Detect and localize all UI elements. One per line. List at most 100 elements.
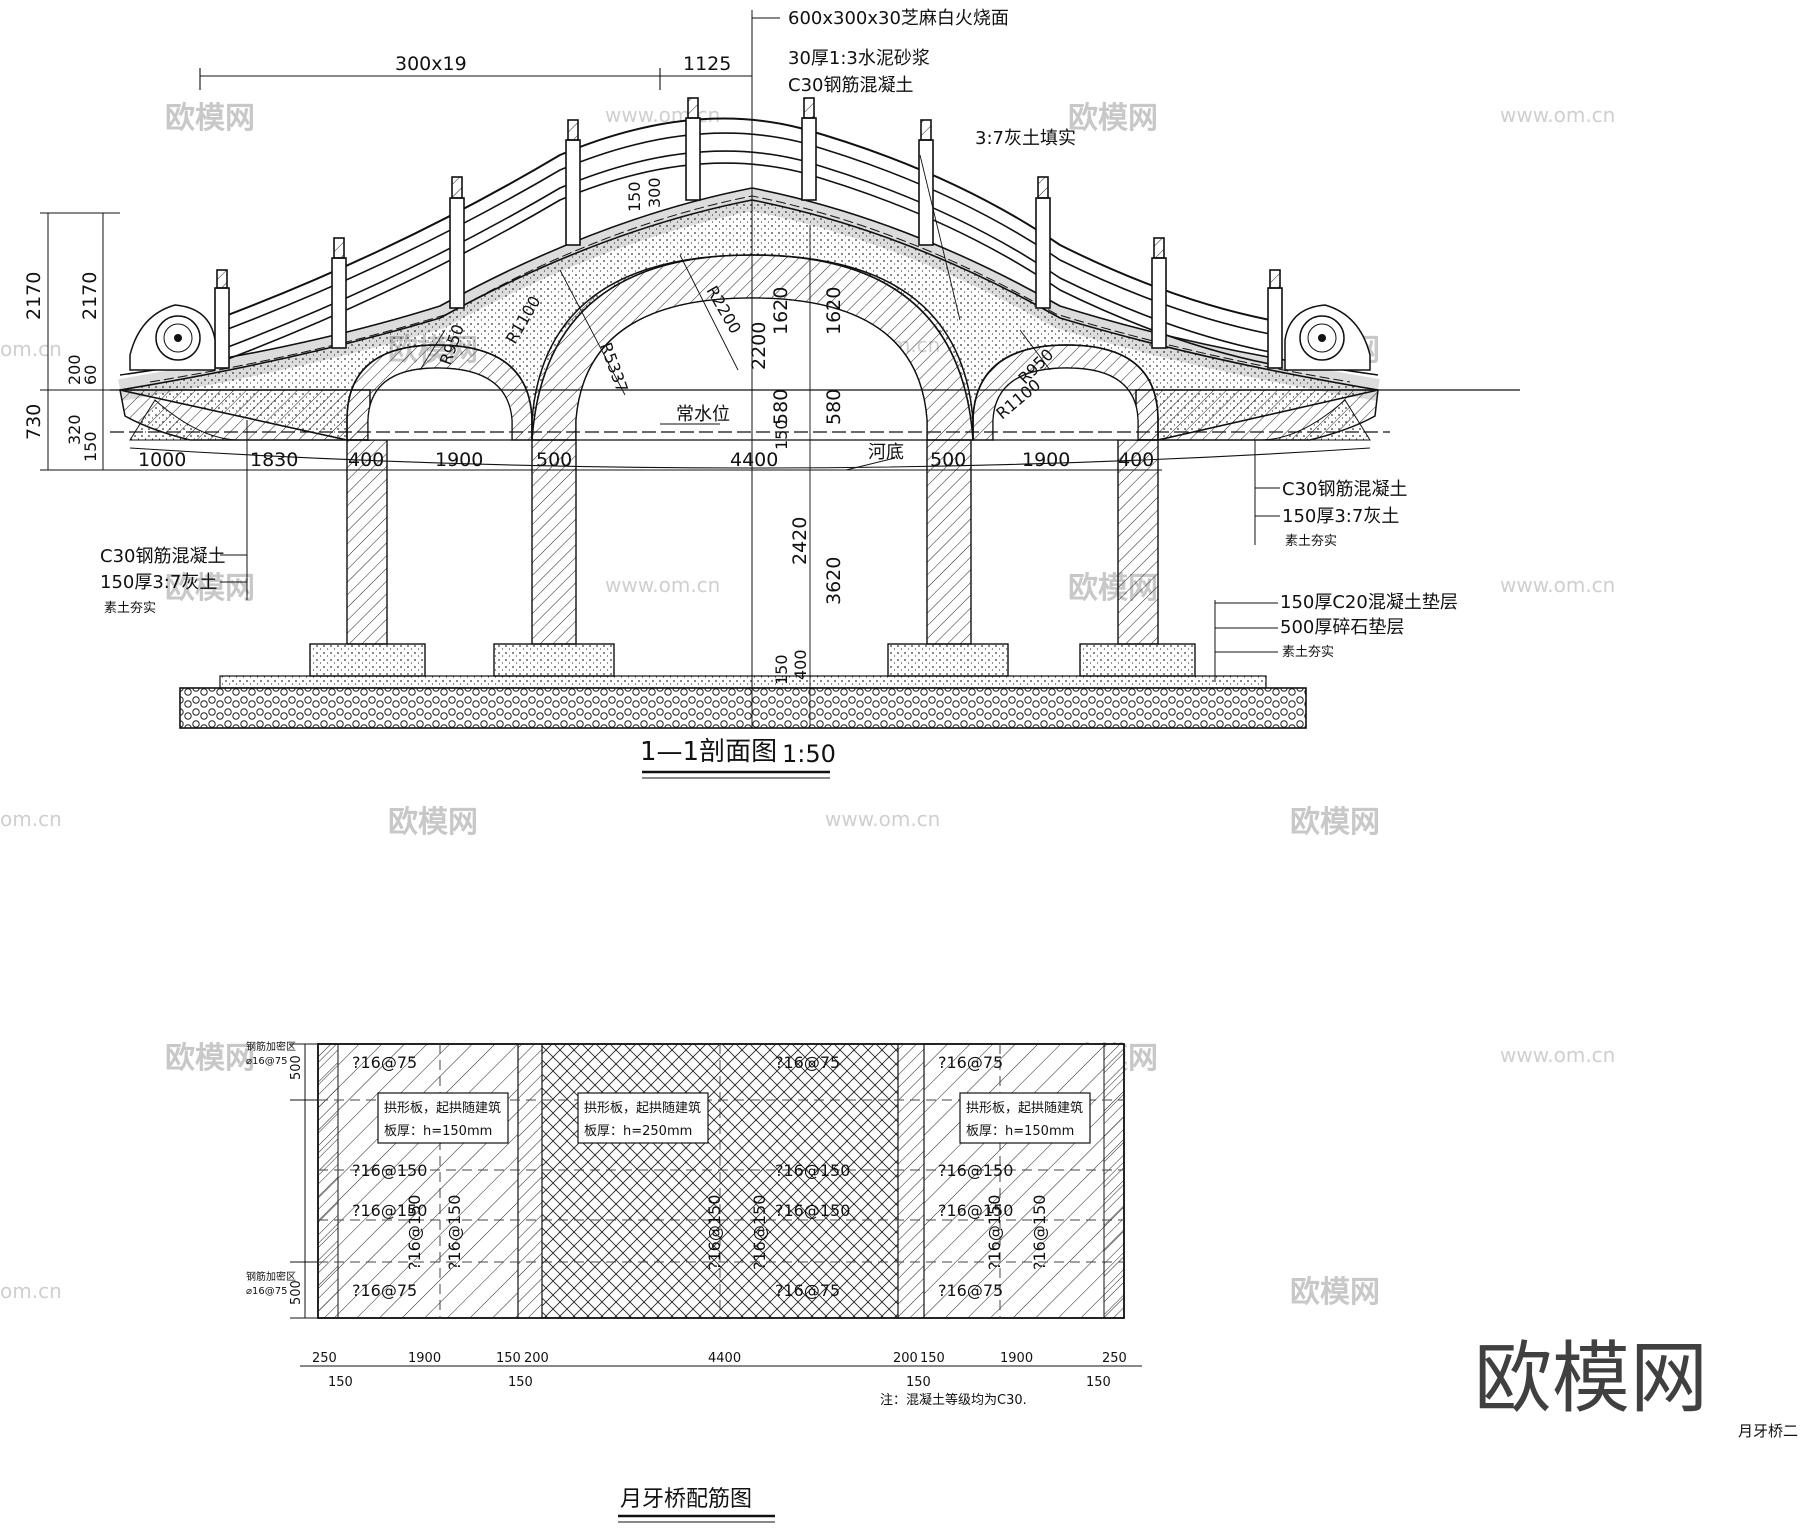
zone-note-top-line1: 钢筋加密区 — [246, 1040, 296, 1053]
watermark-url-short: om.cn — [0, 807, 62, 831]
watermark-brand: 欧模网 — [1290, 1275, 1380, 1310]
dim-150-right: 150 — [920, 1351, 945, 1366]
note-left-soil: 素土夯实 — [104, 601, 156, 616]
dim-center-1620a: 1620 — [770, 287, 792, 335]
watermark-url: www.om.cn — [605, 573, 720, 597]
railing-rail — [219, 150, 1271, 353]
dim-200-right: 200 — [893, 1351, 918, 1366]
watermark-url: www.om.cn — [1500, 103, 1615, 127]
dim-4400: 4400 — [730, 449, 778, 471]
watermark-url: www.om.cn — [1500, 573, 1615, 597]
dim-left-60: 60 — [81, 365, 100, 385]
pier-strip — [517, 1043, 543, 1319]
dim-1900-right: 1900 — [1000, 1351, 1033, 1366]
edge-strip — [317, 1043, 339, 1319]
dim-center-150: 150 — [772, 419, 791, 450]
dim-1900-left: 1900 — [408, 1351, 441, 1366]
label-step-300: 300 — [645, 177, 664, 208]
dim-500-right: 500 — [930, 449, 966, 471]
dim-center-580a: 580 — [770, 389, 792, 425]
left-slab-note-line2: 板厚：h=150mm — [384, 1124, 492, 1139]
rebar-label-vertical: ?16@150 — [1030, 1195, 1049, 1270]
note-paving: 600x300x30芝麻白火烧面 — [788, 8, 1009, 29]
note-right-lime: 150厚3:7灰土 — [1282, 506, 1399, 527]
dim-1900-left: 1900 — [435, 449, 483, 471]
rebar-concrete-note: 注：混凝土等级均为C30. — [880, 1392, 1027, 1408]
dim-150-d: 150 — [1086, 1375, 1111, 1390]
dim-zone-height-bottom: 500 — [289, 1280, 304, 1305]
concrete-blinding — [219, 675, 1267, 689]
dim-left-150: 150 — [81, 431, 100, 462]
watermark-url-short: om.cn — [0, 1279, 62, 1303]
dim-center-150b: 150 — [772, 654, 791, 685]
radius-leader — [679, 254, 739, 371]
dim-1900-right: 1900 — [1022, 449, 1070, 471]
dim-center-3620: 3620 — [823, 557, 845, 605]
section-title: 1—1剖面图 — [640, 737, 777, 767]
center-slab-note-line2: 板厚：h=250mm — [584, 1124, 692, 1139]
dim-center-2420: 2420 — [789, 517, 811, 565]
right-arch-opening — [992, 367, 1139, 441]
rebar-label: ?16@150 — [775, 1161, 850, 1180]
watermark-url: www.om.cn — [825, 807, 940, 831]
left-slab-note-box — [377, 1092, 509, 1144]
dim-150-b: 150 — [508, 1375, 533, 1390]
large-watermark-logo: 欧模网 — [1474, 1334, 1708, 1424]
dim-400-left: 400 — [348, 449, 384, 471]
center-slab-note-box — [577, 1092, 709, 1144]
footing — [1079, 643, 1196, 677]
railing-posts — [214, 97, 1283, 369]
pier-strip — [897, 1043, 925, 1319]
label-step-150: 150 — [625, 181, 644, 212]
dim-150-a: 150 — [328, 1375, 353, 1390]
dim-250-right: 250 — [1102, 1351, 1127, 1366]
rebar-label: ?16@75 — [352, 1281, 417, 1300]
rebar-label: ?16@150 — [775, 1201, 850, 1220]
watermark-brand: 欧模网 — [1290, 805, 1380, 840]
rebar-label-vertical: ?16@150 — [750, 1195, 769, 1270]
dim-left-730: 730 — [23, 404, 45, 440]
rebar-label-vertical: ?16@150 — [445, 1195, 464, 1270]
rebar-label: ?16@150 — [938, 1161, 1013, 1180]
dim-150-c: 150 — [906, 1375, 931, 1390]
dim-1000: 1000 — [138, 449, 186, 471]
rebar-label: ?16@75 — [938, 1281, 1003, 1300]
note-foundation-soil: 素土夯实 — [1282, 645, 1334, 660]
watermark-brand: 欧模网 — [165, 1041, 255, 1076]
watermark-brand: 欧模网 — [165, 571, 255, 606]
label-water-level: 常水位 — [676, 404, 730, 425]
dim-150-left: 150 — [496, 1351, 521, 1366]
footing — [887, 643, 1009, 677]
railing-top-rail — [219, 117, 1271, 321]
rebar-label-vertical: ?16@150 — [985, 1195, 1004, 1270]
note-left-concrete: C30钢筋混凝土 — [100, 546, 225, 567]
note-foundation-gravel: 500厚碎石垫层 — [1280, 617, 1404, 638]
center-slab-note-line1: 拱形板，起拱随建筑 — [584, 1100, 701, 1116]
dim-1830: 1830 — [250, 449, 298, 471]
zone-note-top-line2: ⌀16@75 — [246, 1056, 287, 1067]
zone-note-bottom-line1: 钢筋加密区 — [246, 1270, 296, 1283]
rebar-label: ?16@150 — [352, 1201, 427, 1220]
note-right-soil: 素土夯实 — [1285, 534, 1337, 549]
note-right-concrete: C30钢筋混凝土 — [1282, 479, 1407, 500]
footing — [493, 643, 615, 677]
section-scale: 1:50 — [782, 740, 836, 768]
note-foundation-blinding: 150厚C20混凝土垫层 — [1280, 592, 1458, 613]
radius-leader — [419, 329, 446, 371]
note-left-lime: 150厚3:7灰土 — [100, 572, 217, 593]
rebar-label-vertical: ?16@150 — [405, 1195, 424, 1270]
note-lime-fill: 3:7灰土填实 — [975, 128, 1076, 149]
watermark-brand: 欧模网 — [1068, 101, 1158, 136]
rebar-label: ?16@150 — [352, 1161, 427, 1180]
embankment — [129, 399, 241, 441]
right-slab-note-line2: 板厚：h=150mm — [966, 1124, 1074, 1139]
right-slab-note-box — [959, 1092, 1091, 1144]
watermark-url: www.om.cn — [1500, 1043, 1615, 1067]
dim-500-left: 500 — [536, 449, 572, 471]
dim-200-left: 200 — [524, 1351, 549, 1366]
pier — [531, 439, 577, 645]
sheet-corner-label: 月牙桥二 — [1738, 1422, 1798, 1440]
rebar-label: ?16@75 — [775, 1281, 840, 1300]
railing-rail — [219, 132, 1271, 335]
dim-4400-center: 4400 — [708, 1351, 741, 1366]
